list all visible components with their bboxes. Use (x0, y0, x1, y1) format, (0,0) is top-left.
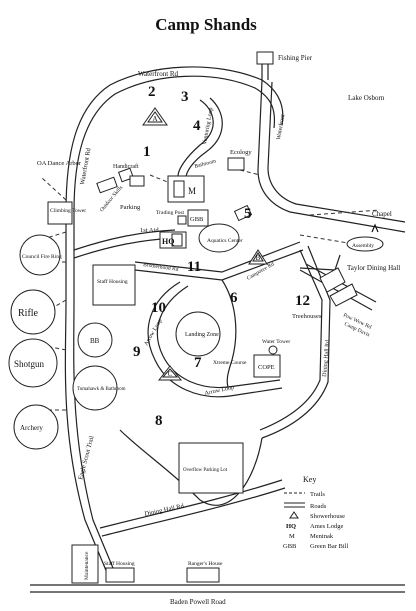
label-maintenance: Maintenance (84, 551, 90, 580)
label-first-aid: 1st Aid (140, 227, 159, 234)
campsite-1: 1 (143, 144, 151, 160)
campsites: 1 2 3 4 5 6 7 8 9 10 11 12 (133, 84, 310, 429)
buildings (8, 51, 384, 584)
campsite-3: 3 (181, 89, 189, 105)
campsite-4: 4 (193, 118, 201, 134)
label-staff-housing: Staff Housing (97, 278, 128, 285)
label-assembly: Assembly (352, 243, 374, 249)
campsite-5: 5 (244, 206, 252, 222)
key-trails: Trails (310, 491, 325, 498)
key-ames-lodge: Ames Lodge (310, 523, 344, 530)
label-bb: BB (90, 337, 100, 345)
label-climbing-tower: Climbing Tower (50, 208, 86, 214)
label-bathroom: Bathroom (194, 158, 217, 170)
campsite-10: 10 (151, 300, 166, 316)
showerhouses: A B C (142, 107, 268, 381)
key-showerhouse: Showerhouse (310, 513, 345, 520)
label-ecology: Ecology (230, 149, 252, 156)
label-chapel: Chapel (372, 210, 392, 218)
label-aquatics-center: Aquatics Center (207, 238, 243, 244)
label-overflow-parking: Overflow Parking Lot (183, 468, 228, 473)
label-landing-zone: Landing Zone (185, 332, 219, 338)
campsite-6: 6 (230, 290, 238, 306)
label-oa-dance-arbor: OA Dance Arbor (37, 160, 82, 167)
key-hq-symbol: HQ (286, 523, 296, 530)
showerhouse-c: C (168, 370, 173, 378)
key-showerhouse-symbol (289, 511, 299, 519)
label-gbb: GBB (190, 216, 204, 223)
campsite-11: 11 (187, 259, 201, 275)
key-meninak: Meninak (310, 533, 334, 540)
label-cope: COPE (258, 364, 275, 371)
label-handicraft: Handicraft (113, 163, 139, 170)
label-trading-post: Trading Post (156, 210, 185, 216)
label-hq: HQ (162, 237, 174, 246)
campsite-2: 2 (148, 84, 156, 100)
campsite-8: 8 (155, 413, 163, 429)
label-waterfront: Waterfront (275, 113, 286, 140)
map-key: Key Trails Roads Showerhouse HQ Ames Lod… (283, 475, 348, 550)
label-water-tower: Water Tower (262, 339, 290, 345)
label-treehouses: Treehouses (292, 313, 322, 320)
label-rifle: Rifle (18, 308, 39, 319)
label-fishing-pier: Fishing Pier (278, 54, 313, 62)
label-rangers-house: Ranger's House (188, 561, 223, 567)
label-meninak: M (188, 186, 196, 196)
showerhouse-b: B (256, 254, 261, 262)
campsite-9: 9 (133, 344, 141, 360)
label-shotgun: Shotgun (14, 359, 45, 369)
label-waterfront-rd: Waterfront Rd (138, 70, 179, 78)
key-m-symbol: M (289, 533, 295, 540)
campsite-12: 12 (295, 293, 310, 309)
label-brotherhood-rd: Brotherhood Rd (143, 262, 179, 273)
label-dining-hall-rd-vertical: Dining Hall Rd (322, 340, 331, 377)
showerhouse-a: A (152, 115, 157, 123)
label-xtreme-course: Xtreme Course (213, 360, 247, 366)
label-council-fire-ring: Council Fire Ring (22, 254, 62, 260)
label-eagle-scout-trail: Eagle Scout Trail (77, 435, 95, 481)
map-title: Camp Shands (155, 15, 257, 34)
key-gbb-symbol: GBB (283, 543, 297, 550)
label-baden-powell-road: Baden Powell Road (170, 598, 226, 606)
key-title: Key (303, 475, 316, 484)
label-arrow-loop-left: Arrow Loop (144, 318, 164, 347)
label-waterfront-rd-vertical: Waterfront Rd (79, 147, 92, 186)
label-tomahawk: Tomahawk & Bathroom (77, 387, 126, 392)
key-roads: Roads (310, 503, 327, 510)
campsite-7: 7 (194, 355, 202, 371)
label-lake-osborn: Lake Osborn (348, 94, 385, 102)
roads (30, 62, 406, 593)
key-green-bar-bill: Green Bar Bill (310, 543, 348, 550)
label-taylor-dining-hall: Taylor Dining Hall (347, 264, 400, 272)
label-archery: Archery (20, 424, 43, 432)
label-parking: Parking (120, 204, 141, 211)
label-staff-housing-2: Staff Housing (104, 560, 135, 567)
label-dining-hall-rd: Dining Hall Rd (144, 503, 185, 518)
